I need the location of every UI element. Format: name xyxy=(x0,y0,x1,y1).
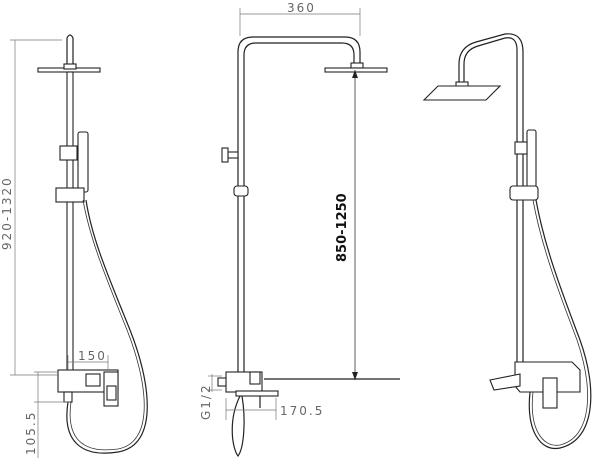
side-shower-head xyxy=(324,67,388,73)
front-hose xyxy=(66,199,148,454)
persp-handle xyxy=(542,377,558,409)
persp-shower-head xyxy=(422,85,502,101)
front-head-arm xyxy=(66,34,74,65)
thread-label: G1/2 xyxy=(199,383,213,420)
rail-height-label: 850-1250 xyxy=(335,193,350,262)
side-hose xyxy=(231,395,245,458)
head-reach-label: 360 xyxy=(287,1,316,15)
spout-reach-label: 170.5 xyxy=(280,404,324,418)
front-view: 150 920-1320 105.5 xyxy=(0,34,148,458)
persp-hose xyxy=(528,199,592,450)
mixer-height-label: 105.5 xyxy=(24,411,38,455)
total-height-label: 920-1320 xyxy=(0,176,14,250)
persp-slider xyxy=(509,185,539,201)
front-slider xyxy=(55,187,85,203)
side-spout xyxy=(235,390,279,397)
front-rail xyxy=(66,71,74,373)
side-slider xyxy=(233,185,249,197)
mixer-center-label: 150 xyxy=(78,349,107,363)
side-top-arm xyxy=(237,36,361,372)
front-hand-shower xyxy=(77,131,89,193)
perspective-view xyxy=(422,33,592,450)
persp-holder xyxy=(514,141,528,155)
side-valve xyxy=(227,151,239,159)
persp-top-arm xyxy=(463,37,518,362)
persp-spout xyxy=(489,373,521,391)
front-holder xyxy=(59,145,78,161)
side-view: 360 850-1250 G1/2 170.5 xyxy=(199,1,400,458)
